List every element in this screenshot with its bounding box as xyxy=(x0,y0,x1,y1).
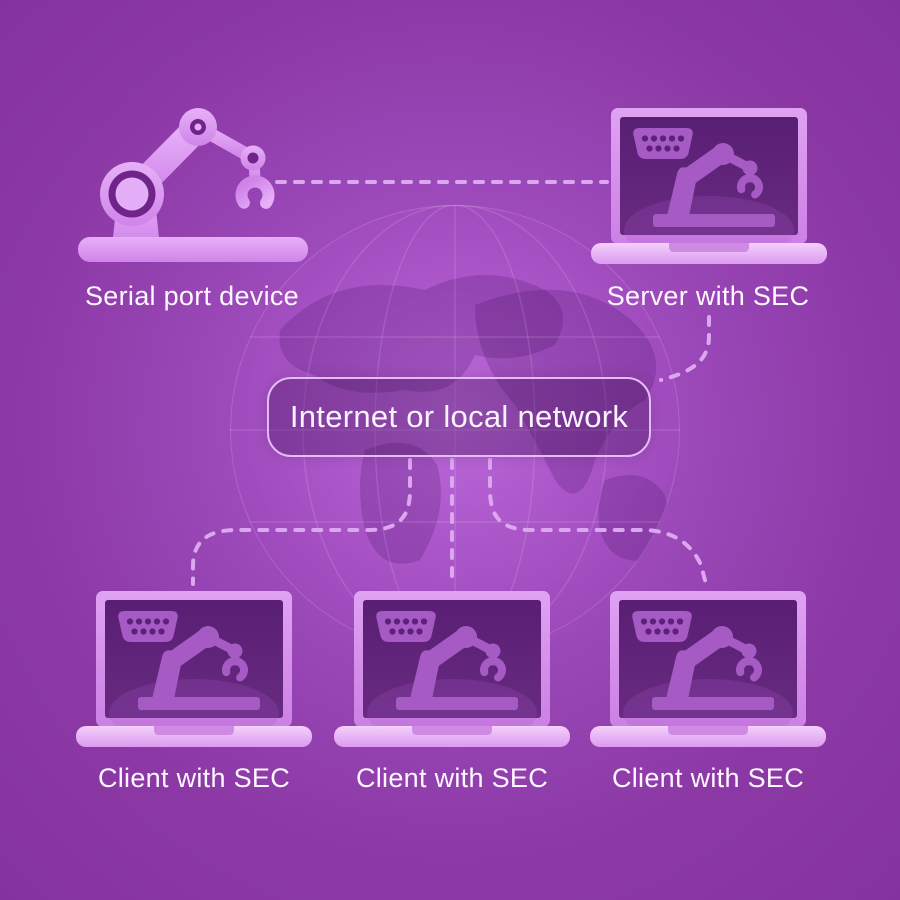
globe-background xyxy=(230,205,680,655)
serial-device-node xyxy=(70,95,320,270)
connector-server-hub xyxy=(659,315,711,382)
client-node-3 xyxy=(588,589,828,749)
client-label-2: Client with SEC xyxy=(355,763,549,793)
laptop-icon xyxy=(588,589,828,749)
client-label-3: Client with SEC xyxy=(611,763,805,793)
laptop-icon xyxy=(332,589,572,749)
connector-hub-client-3 xyxy=(488,458,708,586)
client-label-1: Client with SEC xyxy=(97,763,291,793)
server-node xyxy=(589,106,829,266)
server-label: Server with SEC xyxy=(606,281,810,311)
connector-hub-client-1 xyxy=(191,458,412,586)
robot-arm-icon xyxy=(78,108,308,262)
client-node-1 xyxy=(74,589,314,749)
network-hub-box: Internet or local network xyxy=(267,377,651,457)
serial-device-label: Serial port device xyxy=(84,281,299,311)
client-node-2 xyxy=(332,589,572,749)
network-hub-label: Internet or local network xyxy=(289,399,629,434)
laptop-icon xyxy=(589,106,829,266)
laptop-icon xyxy=(74,589,314,749)
